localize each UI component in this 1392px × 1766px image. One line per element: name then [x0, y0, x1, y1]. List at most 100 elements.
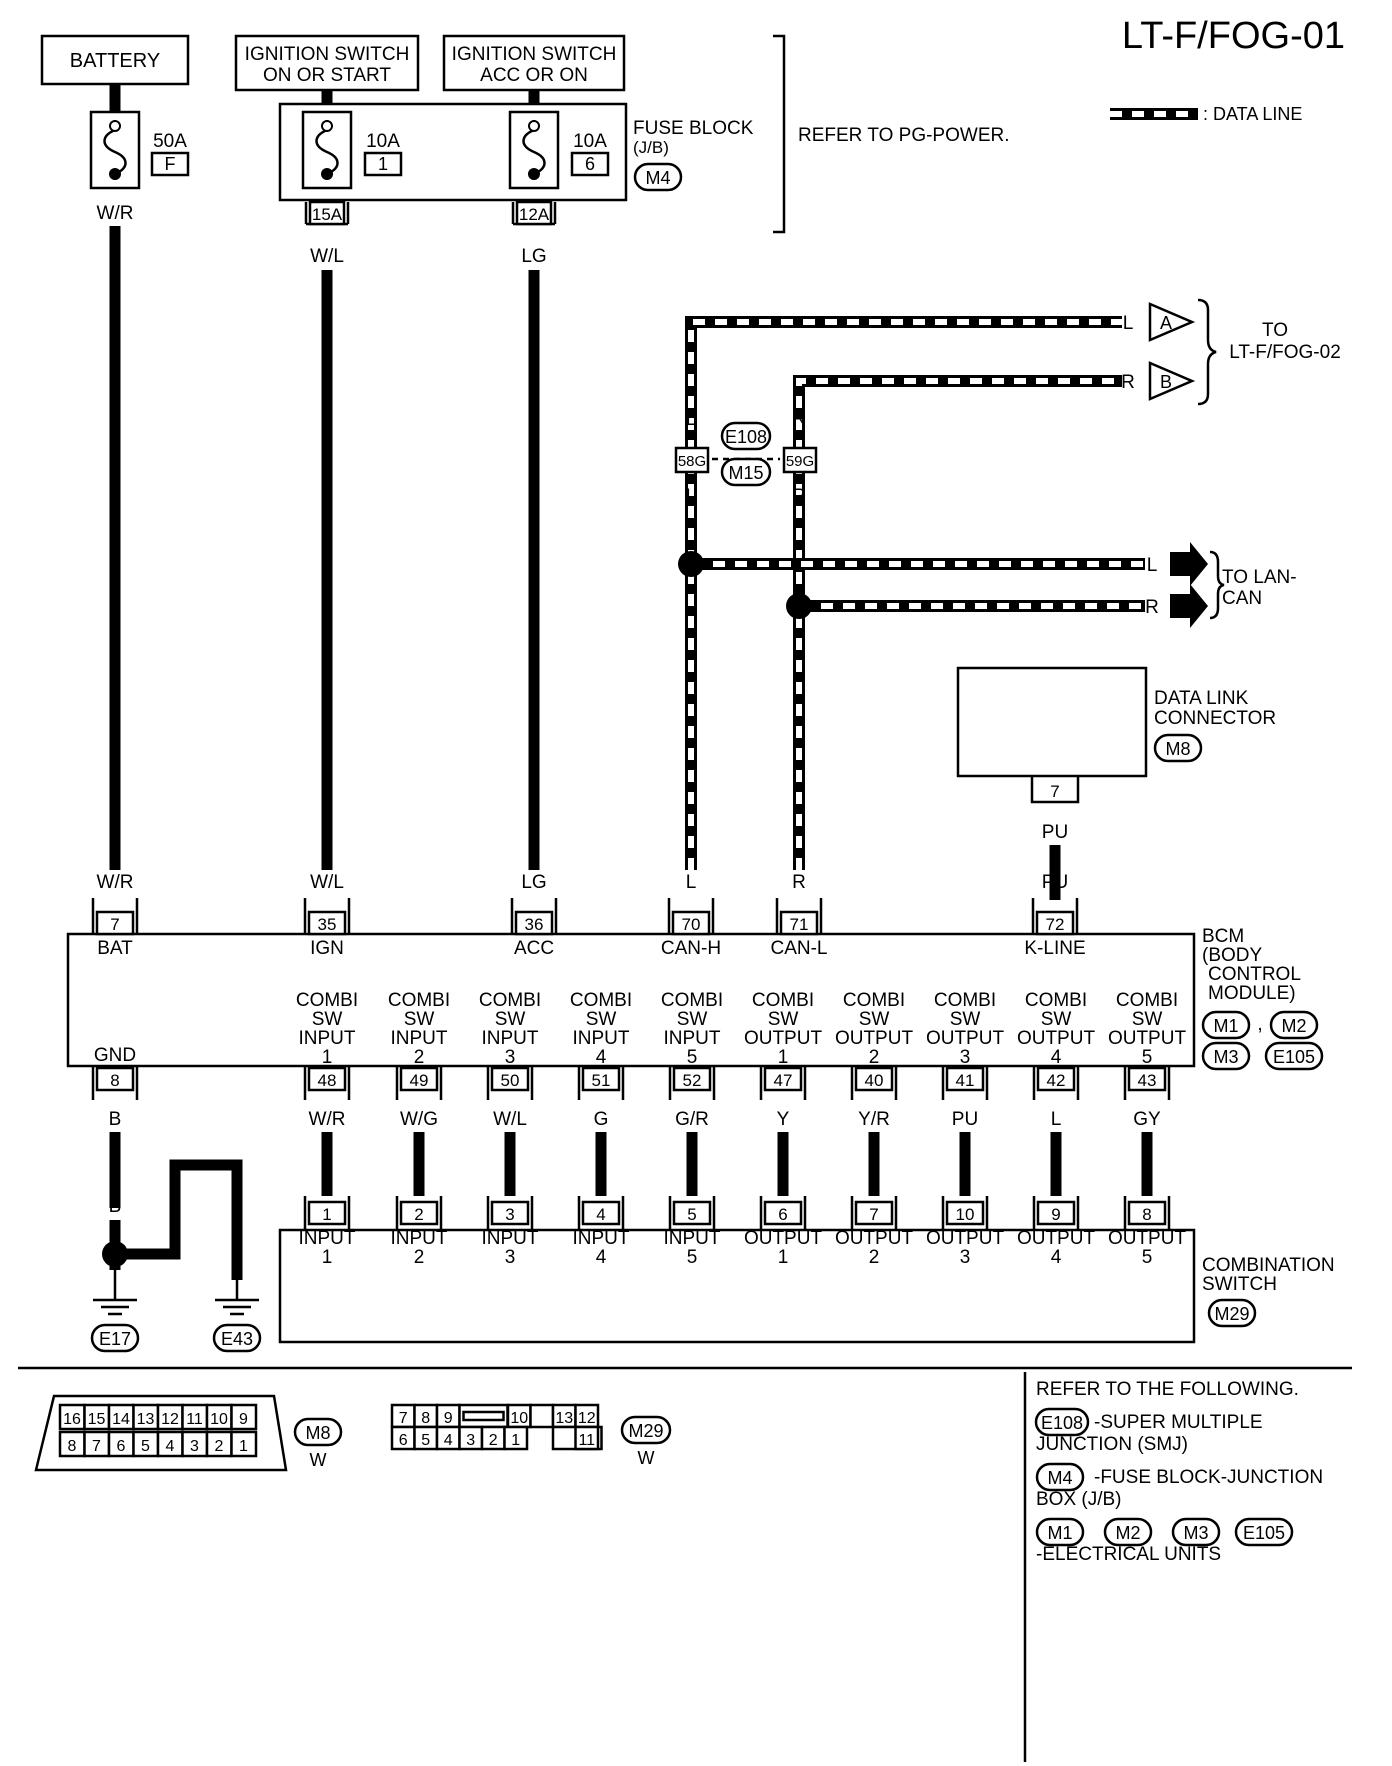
bcm-connector-e105-outline [1264, 1041, 1324, 1071]
dlc-pin-7: 7 [1050, 782, 1059, 801]
m29-cell [529, 1403, 555, 1429]
switch-pin-name: OUTPUT [744, 1228, 823, 1249]
combi-label-line2: SW [312, 1009, 343, 1030]
bcm-bottom-pin-bracket [941, 1066, 989, 1100]
to-next-label-line1: TO [1262, 320, 1288, 341]
combi-label-line3: INPUT [664, 1028, 721, 1049]
to-next-brace [1197, 298, 1217, 406]
refer-unit-m3: M3 [1183, 1523, 1208, 1543]
bcm-bottom-pin-box [399, 1066, 439, 1092]
combo-switch-connector-m29: M29 [1214, 1304, 1249, 1324]
bcm-connector-e105: E105 [1273, 1047, 1315, 1067]
m29-pin: 3 [466, 1432, 475, 1449]
bcm-bottom-pin-box [1036, 1066, 1076, 1092]
bcm-pin-name: IGN [310, 938, 344, 959]
combi-label-number: 5 [687, 1047, 698, 1068]
switch-pin-4: 4 [596, 1205, 605, 1224]
bcm-pin-41: 41 [956, 1071, 975, 1090]
to-next-r-label: R [1121, 372, 1135, 393]
combi-label-line1: COMBI [570, 990, 632, 1011]
combi-label-line1: COMBI [388, 990, 450, 1011]
switch-pin-number: 3 [960, 1247, 971, 1268]
junction-59g-box [782, 446, 818, 474]
bcm-bottom-pin-bracket [486, 1066, 534, 1100]
switch-pin-box [1036, 1200, 1076, 1226]
m8-pin-9: 9 [239, 1411, 248, 1428]
bcm-top-wire-color: LG [521, 872, 546, 893]
switch-pin-name: INPUT [664, 1228, 721, 1249]
ignition-switch-acc-on-box [442, 34, 626, 92]
ign-on-start-line2: ON OR START [263, 65, 391, 86]
refer-e108-tag-outline [1034, 1407, 1090, 1437]
switch-pin-number: 2 [869, 1247, 880, 1268]
switch-pin-bracket [1032, 1196, 1080, 1230]
refer-unit-m1-outline [1035, 1517, 1085, 1547]
m8-pin-15: 15 [88, 1411, 106, 1428]
connector-b-label: B [1160, 372, 1172, 392]
bcm-box [66, 932, 1196, 1068]
connector-a-label: A [1160, 313, 1172, 333]
bcm-pin-name: ACC [514, 938, 554, 959]
bcm-top-pin-box [95, 910, 135, 936]
lan-arrow-r [1170, 584, 1208, 628]
bcm-top-pin-box [779, 910, 819, 936]
m8-pin-4: 4 [166, 1438, 175, 1455]
refer-e108-text1: -SUPER MULTIPLE [1094, 1412, 1263, 1433]
junction-dot-l [678, 551, 704, 577]
combo-switch-label-line1: COMBINATION [1202, 1255, 1335, 1276]
gnd-wire-color-b2: B [169, 1196, 182, 1217]
bcm-top-pin-bracket [510, 898, 558, 934]
m29-pin: 2 [489, 1432, 498, 1449]
fuse-1-amp: 10A [366, 131, 400, 152]
refer-m4-tag: M4 [1047, 1468, 1072, 1488]
bcm-top-pin-box [514, 910, 554, 936]
bcm-connector-m3-outline [1201, 1041, 1251, 1071]
combi-label-line3: OUTPUT [926, 1028, 1005, 1049]
switch-pin-bracket [850, 1196, 898, 1230]
wire-color-l-below-junction: L [686, 486, 697, 507]
bcm-connector-m2-outline [1269, 1010, 1319, 1040]
bcm-label-line2: (BODY [1202, 945, 1263, 966]
bcm-top-pin-bracket [303, 898, 351, 934]
bcm-bottom-pin-box [307, 1066, 347, 1092]
bcm-top-pin-bracket [667, 898, 715, 934]
bcm-top-wire-color: W/R [97, 872, 134, 893]
combi-label-line3: OUTPUT [744, 1028, 823, 1049]
ground-connector-e43: E43 [221, 1329, 253, 1349]
bcm-top-pin-bracket [91, 898, 139, 934]
lan-r-label: R [1145, 597, 1159, 618]
refer-units-text: -ELECTRICAL UNITS [1036, 1544, 1221, 1565]
ground-connector-e17: E17 [99, 1329, 131, 1349]
m8-pin-13: 13 [137, 1411, 155, 1428]
data-line-r-pattern [796, 378, 1122, 870]
dlc-connector-m8-outline [1153, 733, 1203, 763]
fuse-block-terminal-15a: 15A [312, 205, 343, 224]
switch-pin-name: OUTPUT [1017, 1228, 1096, 1249]
gnd-pin-box [95, 1066, 135, 1092]
combi-wire-color: PU [952, 1109, 978, 1130]
dlc-pin-bracket [1030, 776, 1080, 804]
switch-pin-box [672, 1200, 712, 1226]
switch-pin-bracket [486, 1196, 534, 1230]
m8-pin-1: 1 [239, 1438, 248, 1455]
combi-label-line2: SW [859, 1009, 890, 1030]
data-line-l-pattern [688, 319, 1122, 870]
junction-connector-e108-outline [720, 421, 772, 451]
fuse-6-id-box [570, 151, 610, 177]
connector-arrow-a [1148, 302, 1196, 342]
combi-label-line2: SW [768, 1009, 799, 1030]
switch-pin-3: 3 [505, 1205, 514, 1224]
bcm-pin-8: 8 [110, 1071, 119, 1090]
refer-unit-m1: M1 [1047, 1523, 1072, 1543]
bcm-pin-48: 48 [318, 1071, 337, 1090]
combi-label-number: 1 [322, 1047, 333, 1068]
combi-label-line2: SW [495, 1009, 526, 1030]
combi-label-line2: SW [950, 1009, 981, 1030]
wire-color-r-above-junction: R [792, 409, 806, 430]
battery-label: BATTERY [70, 50, 160, 72]
dlc-label-line1: DATA LINK [1154, 688, 1249, 709]
refer-unit-e105: E105 [1243, 1523, 1285, 1543]
refer-unit-m3-outline [1171, 1517, 1221, 1547]
switch-pin-bracket [577, 1196, 625, 1230]
bcm-bottom-pin-bracket [395, 1066, 443, 1100]
